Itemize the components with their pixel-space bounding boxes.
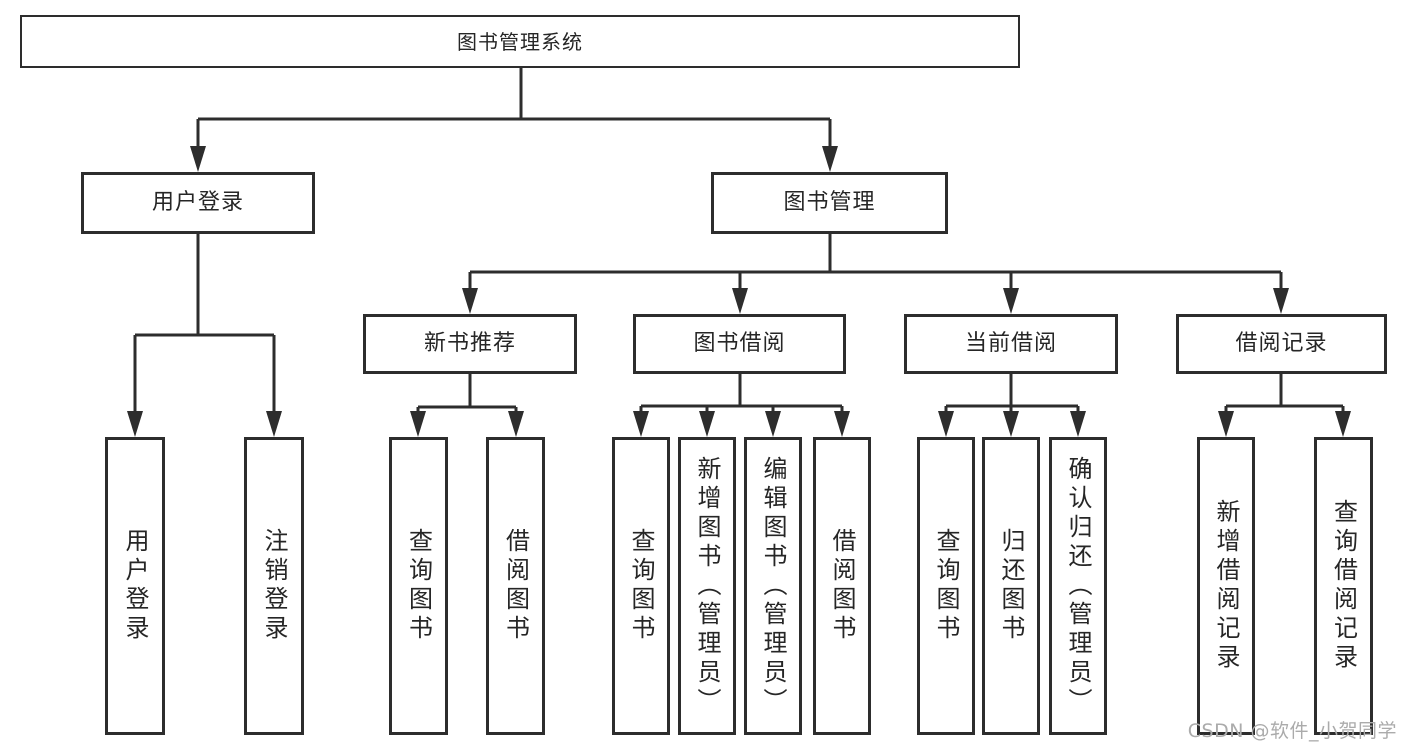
arrowhead xyxy=(938,411,954,437)
leaf-query-books-current: 查询图书 xyxy=(917,437,975,735)
arrowhead xyxy=(1003,411,1019,437)
arrowhead xyxy=(765,411,781,437)
arrowhead xyxy=(1273,288,1289,314)
leaf-query-borrow-record: 查询借阅记录 xyxy=(1314,437,1373,735)
node-user-login: 用户登录 xyxy=(81,172,315,234)
leaf-edit-book-admin: 编辑图书（管理员） xyxy=(744,437,802,735)
node-root: 图书管理系统 xyxy=(20,15,1020,68)
arrowhead xyxy=(410,411,426,437)
arrowhead xyxy=(1335,411,1351,437)
arrowhead xyxy=(1003,288,1019,314)
arrowhead xyxy=(834,411,850,437)
arrowhead xyxy=(1070,411,1086,437)
leaf-return-books: 归还图书 xyxy=(982,437,1040,735)
connector-lines xyxy=(133,68,1345,413)
leaf-logout: 注销登录 xyxy=(244,437,304,735)
leaf-add-book-admin: 新增图书（管理员） xyxy=(678,437,736,735)
arrowhead xyxy=(732,288,748,314)
watermark: CSDN @软件_小贺同学 xyxy=(1187,720,1397,742)
node-book-management: 图书管理 xyxy=(711,172,948,234)
leaf-query-books-borrow: 查询图书 xyxy=(612,437,670,735)
arrowhead xyxy=(127,411,143,437)
arrowhead xyxy=(822,146,838,172)
node-book-borrow: 图书借阅 xyxy=(633,314,846,374)
arrowhead xyxy=(190,146,206,172)
arrowhead xyxy=(462,288,478,314)
arrowhead xyxy=(266,411,282,437)
leaf-user-login: 用户登录 xyxy=(105,437,165,735)
leaf-confirm-return-admin: 确认归还（管理员） xyxy=(1049,437,1107,735)
arrowhead xyxy=(1218,411,1234,437)
leaf-borrow-books-recommend: 借阅图书 xyxy=(486,437,545,735)
leaf-query-books-recommend: 查询图书 xyxy=(389,437,448,735)
leaf-borrow-books: 借阅图书 xyxy=(813,437,871,735)
arrowheads xyxy=(127,146,1351,437)
arrowhead xyxy=(508,411,524,437)
arrowhead xyxy=(633,411,649,437)
node-new-book-recommend: 新书推荐 xyxy=(363,314,577,374)
node-current-borrow: 当前借阅 xyxy=(904,314,1118,374)
node-borrow-records: 借阅记录 xyxy=(1176,314,1387,374)
leaf-add-borrow-record: 新增借阅记录 xyxy=(1197,437,1255,735)
arrowhead xyxy=(699,411,715,437)
